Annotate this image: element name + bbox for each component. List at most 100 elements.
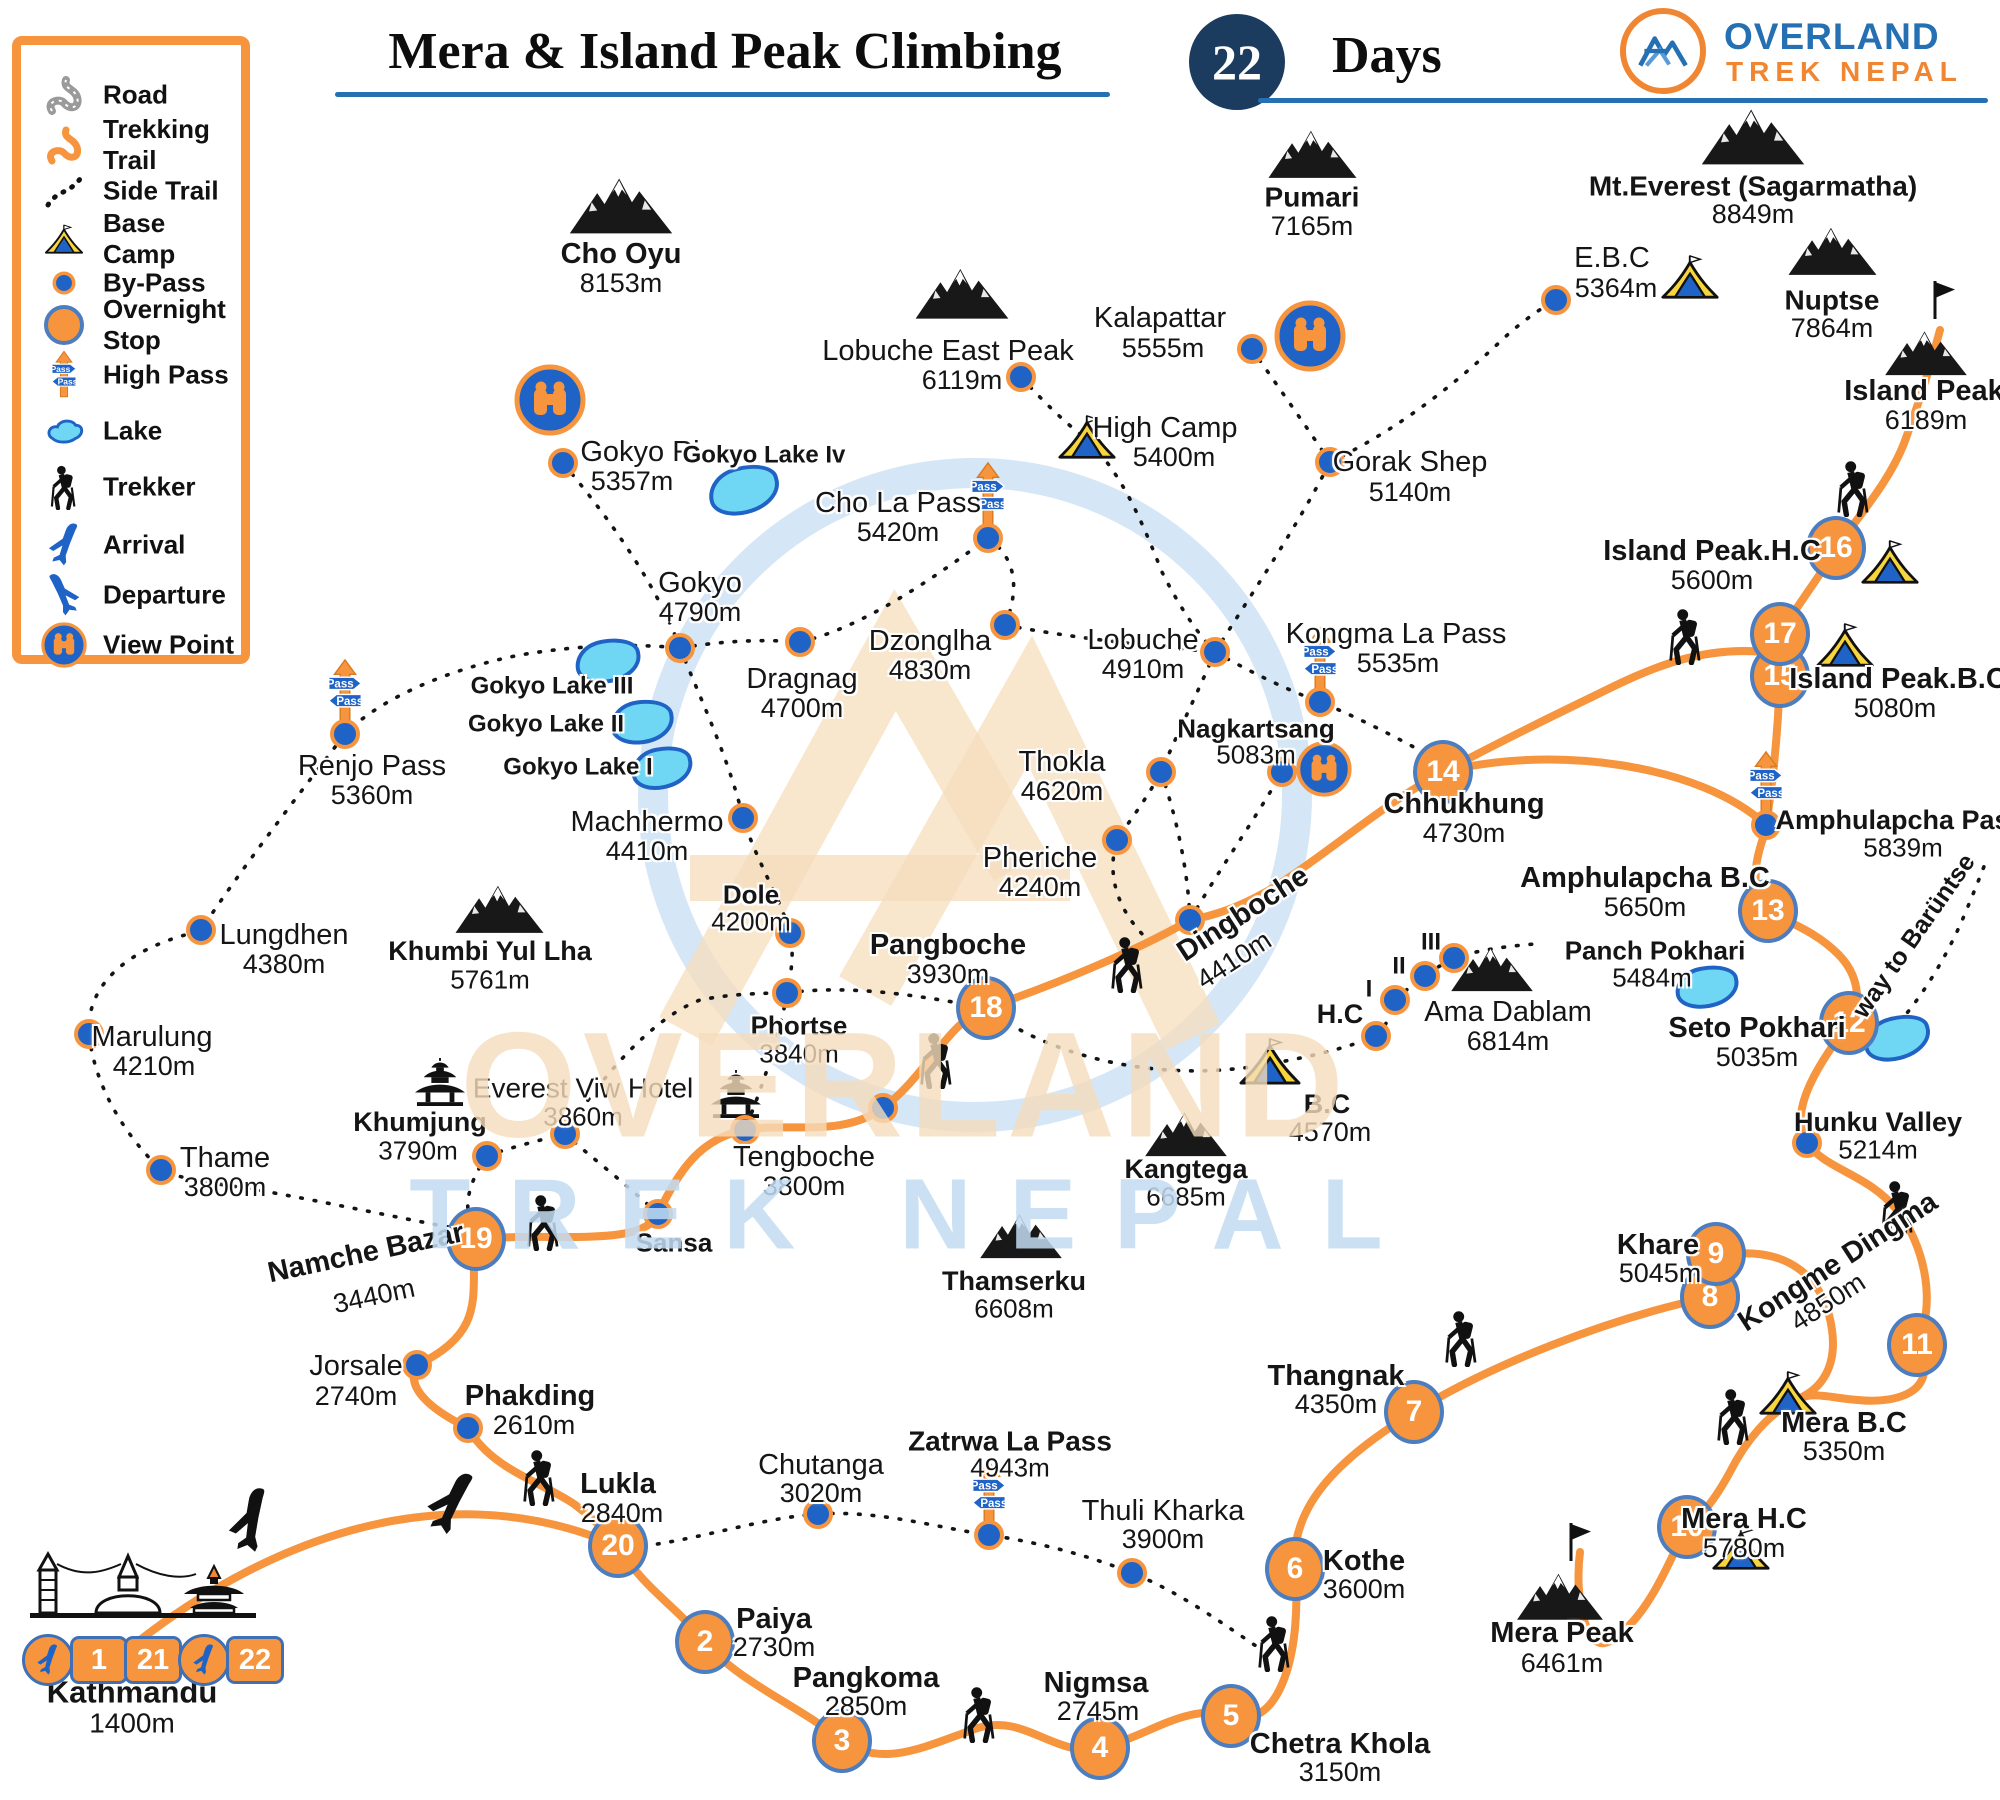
overnight-stop-7: 7 (1384, 1380, 1444, 1444)
day-badge-1: 1 (70, 1636, 128, 1684)
map-label-3800m: 3800m (183, 1171, 267, 1202)
brand-name-line2: TREK NEPAL (1726, 56, 1963, 87)
bypass-dot (868, 1093, 898, 1123)
legend-label: High Pass (103, 359, 229, 390)
side-trail-path (798, 536, 990, 644)
legend-item-trekking-trail: Trekking Trail (21, 114, 241, 175)
mountain-peak-icon (1785, 223, 1880, 278)
trekker-icon (1438, 1310, 1486, 1367)
side-trail-path (563, 991, 789, 1136)
days-underline (1258, 98, 1988, 103)
map-label-high-camp: High Camp (1092, 411, 1238, 444)
trekker-icon (913, 1032, 961, 1089)
map-label-4830m: 4830m (888, 654, 972, 685)
stop-number: 2 (696, 1625, 714, 1658)
side-trail-path (1328, 298, 1558, 464)
map-label-5420m: 5420m (856, 516, 940, 547)
svg-text:Pass: Pass (1748, 770, 1775, 782)
mountain-peak-icon (1265, 126, 1360, 181)
trekker-icon (35, 465, 93, 510)
map-label-5780m: 5780m (1702, 1532, 1786, 1563)
map-label-4350m: 4350m (1294, 1388, 1378, 1419)
bypass-dot (990, 610, 1020, 640)
trekking-trail-path (1439, 755, 1770, 829)
overnight-stop-17: 17 (1750, 602, 1810, 666)
trekker-icon (520, 1194, 568, 1251)
map-label-jorsale: Jorsale (309, 1349, 403, 1382)
map-label-phakding: Phakding (464, 1379, 596, 1412)
stop-number: 6 (1286, 1552, 1304, 1585)
mountain-peak-icon (977, 1210, 1065, 1261)
watermark-ring (638, 458, 1312, 1132)
map-label-6685m: 6685m (1146, 1181, 1226, 1212)
map-label-marulung: Marulung (91, 1020, 213, 1053)
map-label-sansa: Sansa (635, 1227, 713, 1258)
map-label-kangtega: Kangtega (1124, 1153, 1248, 1184)
bypass-dot (1006, 362, 1036, 392)
mountain-peak-icon (566, 173, 676, 237)
mountain-peak-icon (912, 264, 1012, 322)
overnight-stop-2: 2 (675, 1610, 735, 1674)
map-label-paiya: Paiya (736, 1602, 812, 1635)
side-trail-path (1213, 650, 1452, 770)
overnight-stop-20: 20 (588, 1514, 648, 1578)
map-label-2850m: 2850m (824, 1690, 908, 1721)
map-label-amphulapcha-pass: Amphulapcha Pass (1775, 804, 2000, 835)
map-label-gokyo-lake-ii: Gokyo Lake II (467, 710, 625, 738)
map-label-6189m: 6189m (1884, 404, 1968, 435)
mountain-peak-icon (1514, 1569, 1606, 1623)
map-label-everest-viw-hotel: Everest Viw Hotel (472, 1072, 694, 1104)
watermark-text-line2: TREK NEPAL (409, 1158, 1421, 1271)
svg-text:Pass: Pass (51, 363, 71, 373)
map-label-5080m: 5080m (1853, 692, 1937, 723)
airplane-icon (413, 1467, 487, 1541)
map-label-5357m: 5357m (590, 465, 674, 496)
bypass-dot (1102, 825, 1132, 855)
map-label-3150m: 3150m (1298, 1756, 1382, 1787)
svg-text:Pass: Pass (980, 1497, 1007, 1509)
map-label-5214m: 5214m (1838, 1134, 1918, 1165)
svg-text:Pass: Pass (327, 678, 354, 690)
base-camp-tent-icon (1860, 538, 1920, 587)
bypass-dot (803, 1499, 833, 1529)
stop-number: 10 (1670, 1510, 1704, 1543)
svg-text:Pass: Pass (979, 498, 1006, 510)
map-label-6814m: 6814m (1466, 1025, 1550, 1056)
map-label-3930m: 3930m (906, 958, 990, 989)
legend-item-trekker: Trekker (21, 465, 241, 510)
side-trail-path (561, 461, 682, 650)
map-label-5839m: 5839m (1863, 832, 1943, 863)
trekking-trail-path (1186, 768, 1447, 924)
bypass-dot (1439, 943, 1469, 973)
map-label-mera-b-c: Mera B.C (1781, 1406, 1907, 1439)
map-label-8849m: 8849m (1711, 198, 1795, 229)
side-trail-path (1159, 770, 1192, 922)
monastery-pagoda-icon (705, 1070, 767, 1118)
tent-icon (35, 217, 93, 261)
side-trail-path (1213, 460, 1332, 654)
overnight-stop-3: 3 (812, 1709, 872, 1773)
day-badge-21: 21 (124, 1636, 182, 1684)
monastery-pagoda-icon (409, 1058, 471, 1106)
svg-text:Pass: Pass (971, 1480, 998, 1492)
map-label-b-c: B.C (1303, 1088, 1351, 1119)
map-label-3790m: 3790m (378, 1135, 458, 1166)
map-label-5360m: 5360m (330, 779, 414, 810)
stop-number: 4 (1091, 1731, 1109, 1764)
map-label-5350m: 5350m (1802, 1435, 1886, 1466)
trekker-icon (956, 1686, 1004, 1743)
map-label-lobuche: Lobuche (1087, 623, 1199, 656)
map-label-hunku-valley: Hunku Valley (1793, 1106, 1963, 1137)
brand-name-line1: OVERLAND (1724, 16, 1940, 57)
high-pass-sign-icon: Pass Pass (965, 461, 1011, 530)
days-count-badge: 22 (1189, 14, 1285, 110)
bypass-dot (1751, 810, 1781, 840)
bypass-dot (1175, 905, 1205, 935)
map-label-5761m: 5761m (450, 964, 530, 995)
trekker-icon (1710, 1388, 1758, 1445)
high-pass-sign-icon: Pass Pass (966, 1460, 1012, 1529)
side-trail-path (1003, 623, 1217, 654)
map-label-4943m: 4943m (970, 1452, 1050, 1483)
overnight-stop-10: 10 (1657, 1495, 1717, 1559)
